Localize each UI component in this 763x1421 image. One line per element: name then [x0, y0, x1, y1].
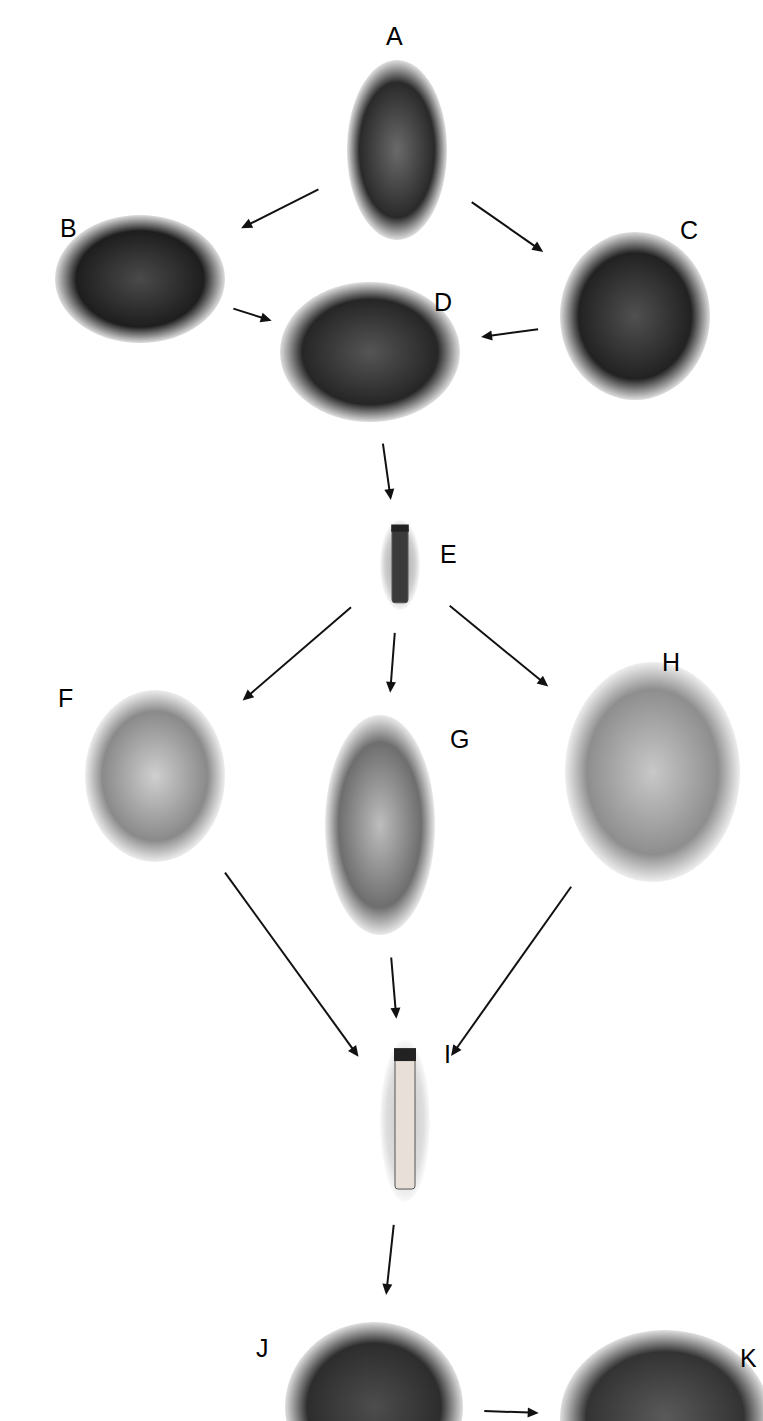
arrow-line — [233, 309, 263, 318]
photo-step: D — [280, 282, 460, 422]
photo-step: J — [285, 1322, 463, 1421]
arrow-line — [484, 1411, 529, 1413]
flow-arrow — [481, 329, 538, 340]
arrow-head — [390, 1007, 400, 1018]
flow-arrow — [390, 958, 400, 1019]
arrow-line — [225, 873, 353, 1050]
arrow-head — [348, 1045, 359, 1057]
photo-illustration — [285, 1322, 463, 1421]
flow-arrow — [451, 887, 571, 1056]
photo-vignette — [280, 282, 460, 422]
tube-cap — [394, 1048, 416, 1061]
tube-shape — [395, 1053, 415, 1189]
arrow-line — [391, 633, 395, 684]
flow-arrow — [243, 607, 351, 700]
tube-cap — [391, 525, 409, 532]
step-letter: J — [256, 1336, 269, 1361]
flow-arrow — [450, 606, 549, 687]
arrow-head — [243, 690, 255, 701]
step-letter: B — [60, 216, 77, 241]
arrow-head — [386, 681, 396, 692]
flow-arrow — [472, 202, 544, 252]
photo-vignette — [380, 520, 420, 610]
photo-illustration — [347, 60, 447, 240]
arrow-line — [456, 887, 571, 1049]
photo-vignette — [560, 1330, 763, 1421]
arrow-head — [384, 488, 394, 500]
photo-illustration — [380, 1040, 430, 1202]
flow-arrow — [233, 309, 271, 323]
photo-vignette — [55, 215, 225, 343]
arrow-head — [382, 1283, 392, 1294]
arrow-head — [531, 242, 543, 252]
arrow-line — [450, 606, 542, 681]
photo-illustration — [85, 690, 225, 862]
arrow-head — [481, 330, 493, 340]
arrow-line — [383, 444, 390, 491]
photo-step: F — [85, 690, 225, 862]
arrow-head — [528, 1408, 539, 1418]
photo-illustration — [380, 520, 420, 610]
flow-arrow — [241, 189, 318, 228]
photo-step: I — [380, 1040, 430, 1202]
flow-arrow — [225, 873, 359, 1057]
photo-vignette — [565, 662, 740, 882]
photo-illustration — [560, 232, 710, 400]
arrow-head — [451, 1044, 461, 1056]
step-letter: C — [680, 218, 698, 243]
arrow-line — [249, 607, 351, 694]
arrow-head — [241, 219, 253, 228]
step-letter: F — [58, 686, 73, 711]
flow-arrow — [484, 1408, 538, 1418]
photo-step: B — [55, 215, 225, 343]
step-letter: G — [450, 727, 469, 752]
arrow-line — [391, 958, 395, 1010]
photo-step: A — [347, 60, 447, 240]
flow-arrow — [382, 1225, 393, 1295]
tube-shape — [392, 527, 408, 603]
photo-step: C — [560, 232, 710, 400]
flow-arrow — [386, 633, 396, 693]
photo-illustration — [560, 1330, 763, 1421]
photo-illustration — [565, 662, 740, 882]
photo-vignette — [325, 715, 435, 935]
step-letter: D — [434, 290, 452, 315]
photo-illustration — [325, 715, 435, 935]
flow-arrow — [383, 444, 394, 500]
photo-step: H — [565, 662, 740, 882]
step-letter: H — [662, 650, 680, 675]
step-letter: E — [440, 542, 457, 567]
arrow-line — [249, 189, 318, 224]
photo-step: G — [325, 715, 435, 935]
photo-step: K — [560, 1330, 763, 1421]
photo-illustration — [280, 282, 460, 422]
arrow-line — [387, 1225, 394, 1286]
photo-vignette — [85, 690, 225, 862]
arrow-head — [260, 313, 272, 323]
photo-vignette — [347, 60, 447, 240]
arrow-line — [490, 329, 538, 336]
photo-vignette — [285, 1322, 463, 1421]
photo-step: E — [380, 520, 420, 610]
photo-vignette — [380, 1040, 430, 1202]
step-letter: A — [386, 24, 403, 49]
arrow-head — [537, 676, 549, 687]
step-letter: K — [740, 1346, 757, 1371]
photo-illustration — [55, 215, 225, 343]
step-letter: I — [444, 1042, 451, 1067]
photo-vignette — [560, 232, 710, 400]
arrow-line — [472, 202, 536, 247]
